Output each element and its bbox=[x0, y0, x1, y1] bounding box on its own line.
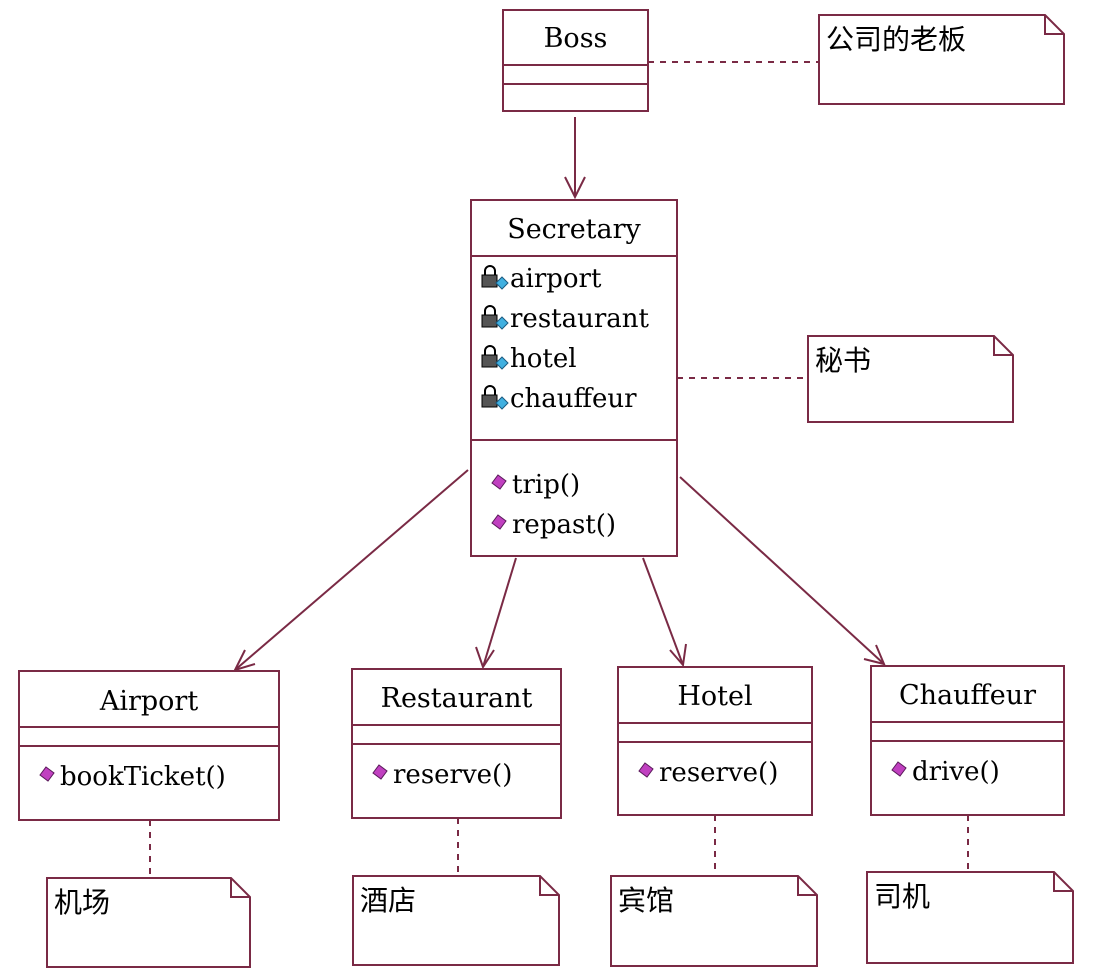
operation-row: trip() bbox=[490, 465, 676, 505]
attribute-name: airport bbox=[510, 264, 602, 294]
class-hotel[interactable]: Hotel reserve() bbox=[617, 666, 813, 816]
operation-row: reserve() bbox=[637, 753, 811, 793]
attribute-row: hotel bbox=[480, 339, 676, 379]
attribute-name: hotel bbox=[510, 344, 577, 374]
operation-name: trip() bbox=[512, 470, 581, 500]
class-name-boss: Boss bbox=[504, 11, 647, 66]
attribute-row: restaurant bbox=[480, 299, 676, 339]
note-boss[interactable]: 公司的老板 bbox=[818, 14, 1065, 105]
arrowhead-secretary bbox=[564, 176, 586, 200]
note-restaurant[interactable]: 酒店 bbox=[352, 875, 560, 966]
public-operation-diamond-icon bbox=[637, 759, 659, 787]
note-text: 公司的老板 bbox=[826, 23, 967, 56]
attribute-compartment-boss bbox=[504, 66, 647, 85]
operation-name: drive() bbox=[912, 757, 1000, 787]
note-text: 酒店 bbox=[360, 884, 417, 917]
class-name-airport: Airport bbox=[20, 672, 278, 728]
private-attribute-lock-icon bbox=[480, 345, 510, 373]
association-secretary-hotel bbox=[642, 557, 684, 666]
attribute-compartment-restaurant bbox=[353, 726, 560, 745]
operation-row: reserve() bbox=[371, 755, 560, 795]
operation-compartment-restaurant: reserve() bbox=[353, 745, 560, 795]
attribute-row: airport bbox=[480, 259, 676, 299]
operation-row: drive() bbox=[890, 752, 1063, 792]
attribute-name: chauffeur bbox=[510, 384, 637, 414]
attribute-compartment-airport bbox=[20, 728, 278, 747]
operation-compartment-chauffeur: drive() bbox=[872, 742, 1063, 792]
note-text: 秘书 bbox=[815, 344, 872, 377]
note-secretary[interactable]: 秘书 bbox=[807, 335, 1014, 423]
class-boss[interactable]: Boss bbox=[502, 9, 649, 112]
operation-name: reserve() bbox=[393, 760, 513, 790]
class-name-hotel: Hotel bbox=[619, 668, 811, 724]
operation-compartment-airport: bookTicket() bbox=[20, 747, 278, 797]
class-restaurant[interactable]: Restaurant reserve() bbox=[351, 668, 562, 819]
note-chauffeur[interactable]: 司机 bbox=[866, 871, 1074, 964]
private-attribute-lock-icon bbox=[480, 265, 510, 293]
private-attribute-lock-icon bbox=[480, 385, 510, 413]
arrowhead-chauffeur bbox=[863, 644, 886, 666]
attribute-compartment-hotel bbox=[619, 724, 811, 743]
attribute-compartment-chauffeur bbox=[872, 723, 1063, 742]
public-operation-diamond-icon bbox=[490, 471, 512, 499]
attribute-row: chauffeur bbox=[480, 379, 676, 419]
public-operation-diamond-icon bbox=[371, 761, 393, 789]
class-airport[interactable]: Airport bookTicket() bbox=[18, 670, 280, 821]
private-attribute-lock-icon bbox=[480, 305, 510, 333]
class-name-restaurant: Restaurant bbox=[353, 670, 560, 726]
public-operation-diamond-icon bbox=[38, 763, 60, 791]
public-operation-diamond-icon bbox=[490, 511, 512, 539]
operation-compartment-hotel: reserve() bbox=[619, 743, 811, 793]
note-text: 机场 bbox=[54, 886, 111, 919]
class-chauffeur[interactable]: Chauffeur drive() bbox=[870, 665, 1065, 816]
attribute-name: restaurant bbox=[510, 304, 649, 334]
attribute-compartment-secretary: airport restaurant hotel chauffeur bbox=[472, 257, 676, 441]
association-secretary-airport bbox=[234, 469, 469, 671]
operation-name: reserve() bbox=[659, 758, 779, 788]
class-secretary[interactable]: Secretary airport restaurant hotel chauf… bbox=[470, 199, 678, 557]
note-hotel[interactable]: 宾馆 bbox=[610, 875, 818, 967]
class-name-chauffeur: Chauffeur bbox=[872, 667, 1063, 723]
operation-name: repast() bbox=[512, 510, 617, 540]
association-secretary-restaurant bbox=[482, 557, 517, 668]
arrowhead-restaurant bbox=[475, 646, 495, 670]
note-airport[interactable]: 机场 bbox=[46, 877, 251, 968]
association-secretary-chauffeur bbox=[679, 476, 885, 665]
operation-name: bookTicket() bbox=[60, 762, 226, 792]
operation-row: repast() bbox=[490, 505, 676, 545]
note-text: 司机 bbox=[874, 880, 931, 913]
operation-compartment-secretary: trip() repast() bbox=[472, 441, 676, 545]
public-operation-diamond-icon bbox=[890, 758, 912, 786]
operation-row: bookTicket() bbox=[38, 757, 278, 797]
class-name-secretary: Secretary bbox=[472, 201, 676, 257]
arrowhead-hotel bbox=[669, 643, 687, 668]
note-text: 宾馆 bbox=[618, 884, 675, 917]
